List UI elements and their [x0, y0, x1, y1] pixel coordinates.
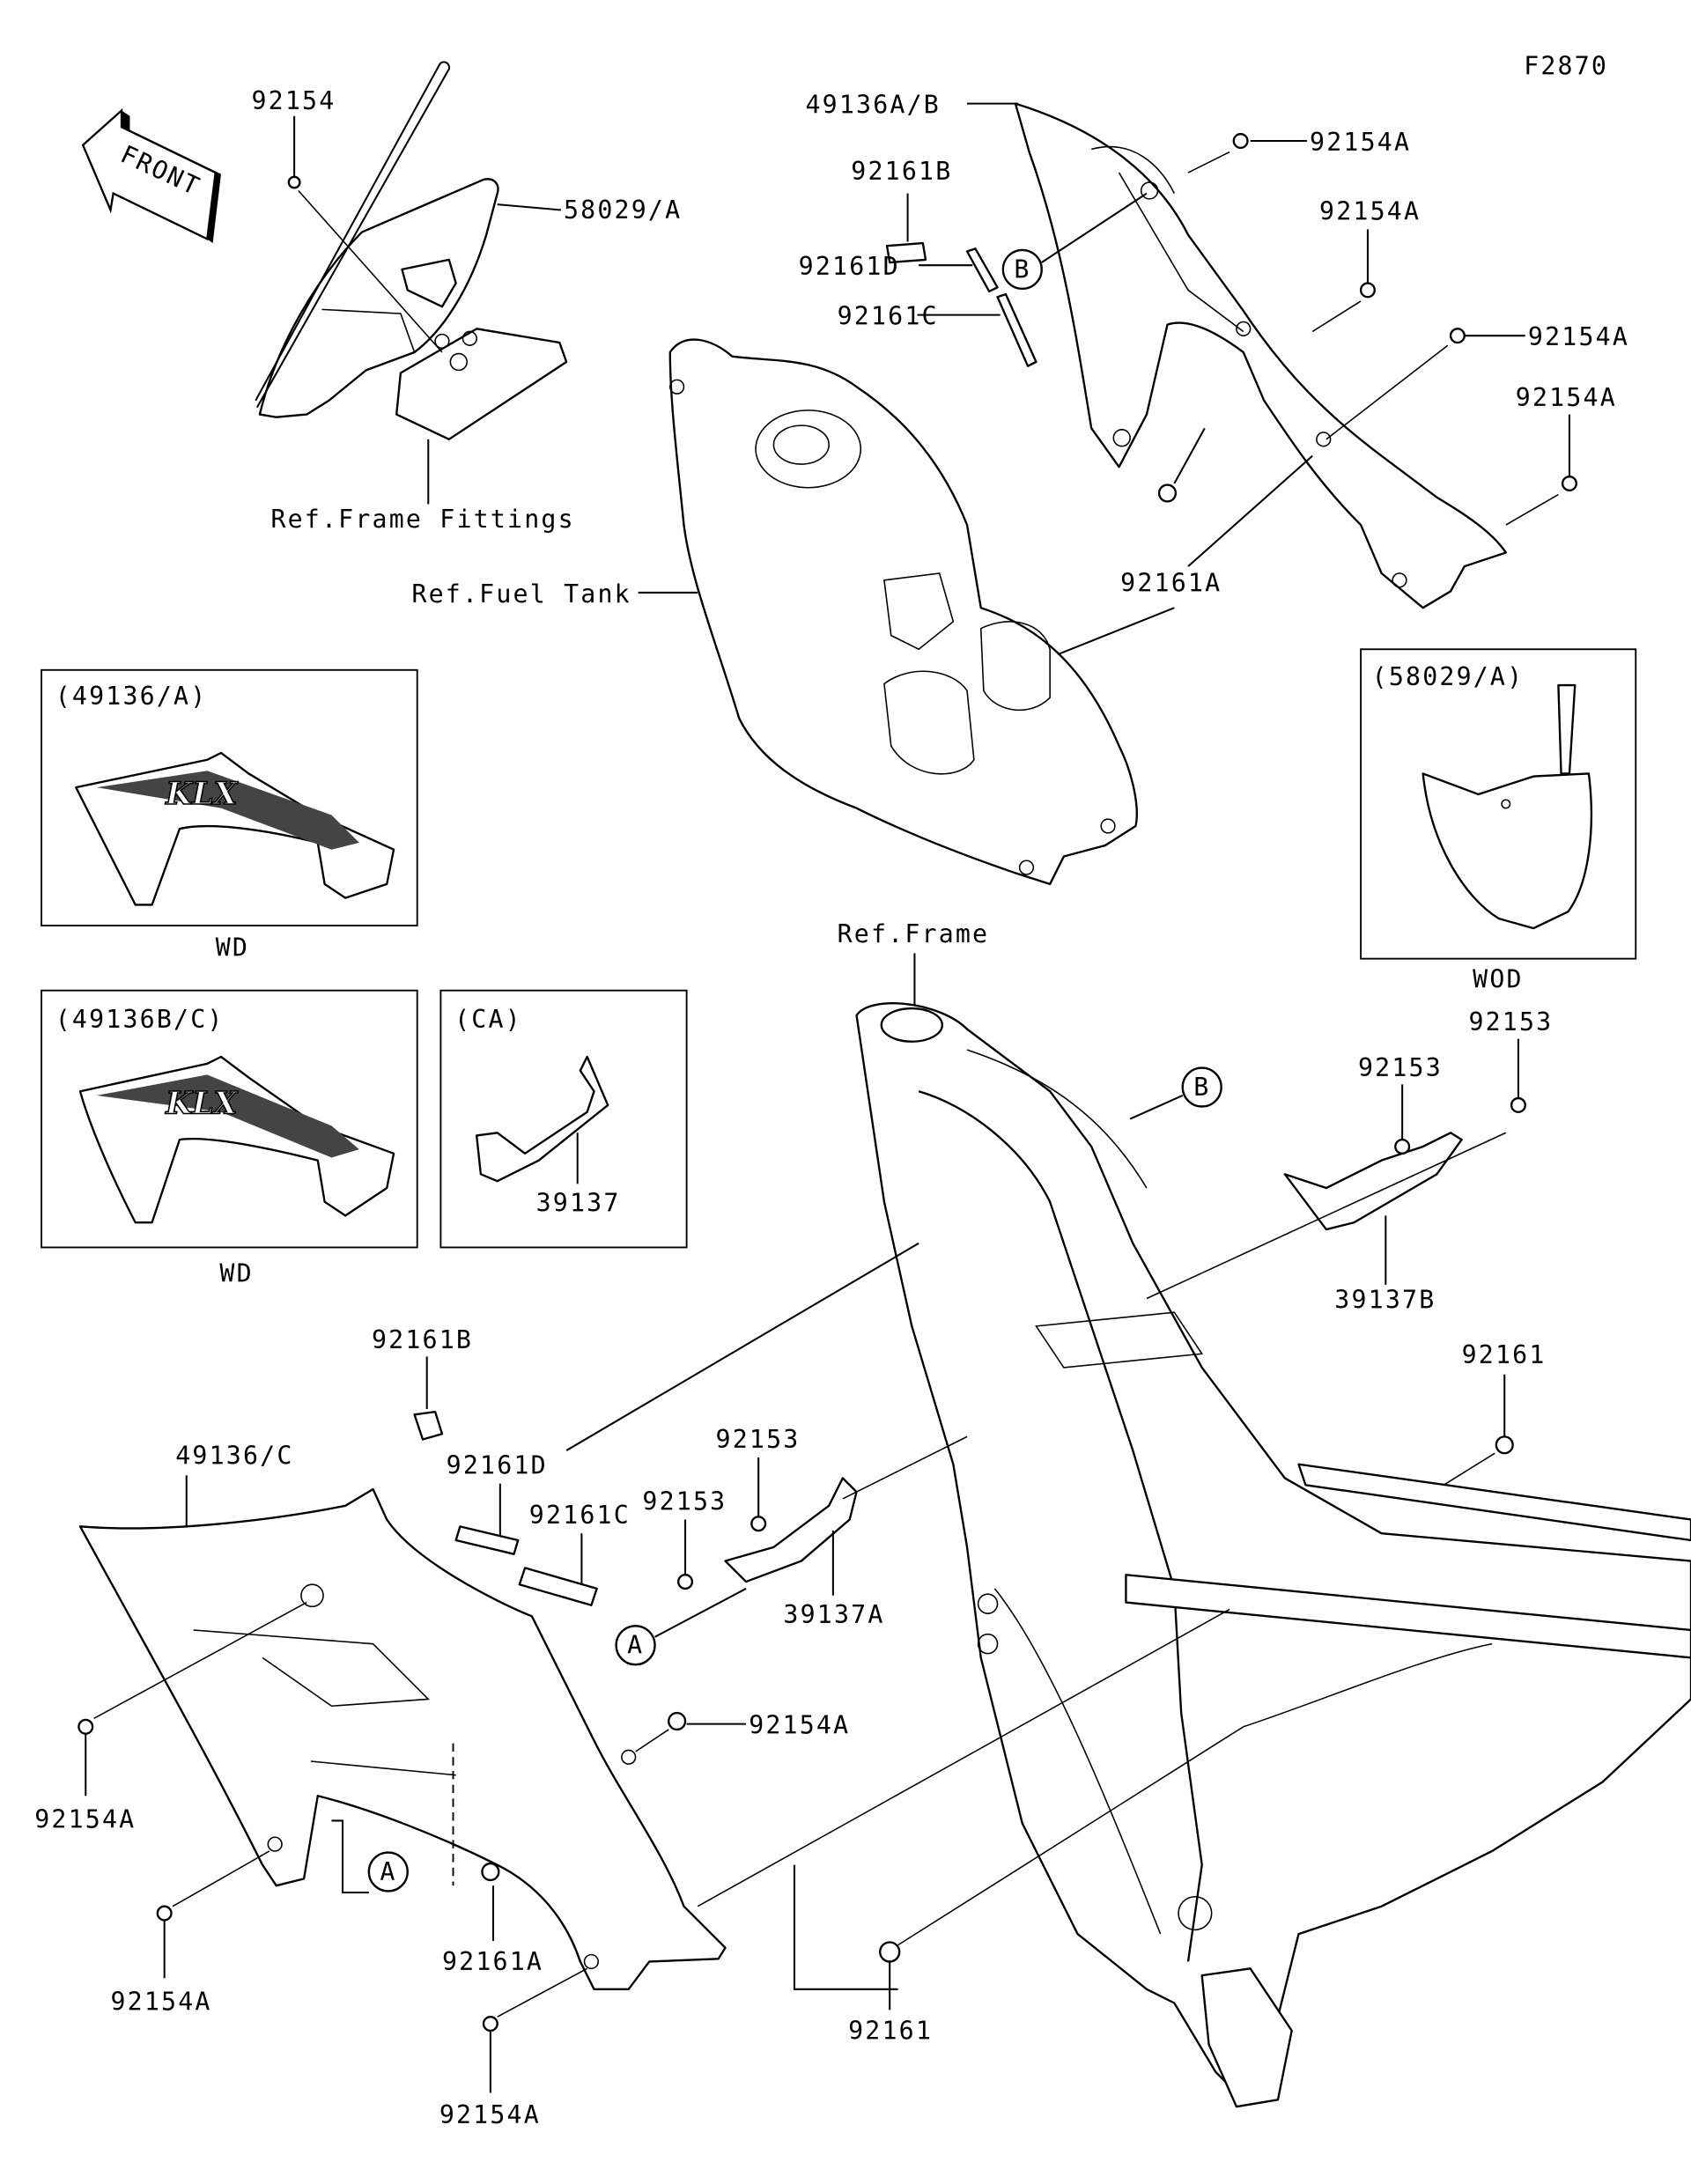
inset-49136a	[41, 668, 418, 926]
grommet-92161a-top	[1157, 483, 1178, 503]
callout-ref-frame: Ref.Frame	[838, 919, 990, 948]
front-arrow-icon: FRONT	[81, 107, 221, 244]
ref-marker-b-2-label: B	[1193, 1073, 1210, 1102]
ref-marker-a	[615, 1625, 656, 1666]
inset-49136bc	[41, 989, 418, 1249]
callout-92153-l1: 92153	[716, 1425, 801, 1454]
callout-ref-frame-fittings: Ref.Frame Fittings	[270, 505, 574, 534]
pad-92161b	[885, 241, 927, 264]
number-plate-58029a-drawing	[1421, 683, 1593, 930]
bracket-39137b	[1283, 1132, 1463, 1231]
callout-92154a-6: 92154A	[34, 1804, 136, 1834]
ref-marker-b-label: B	[1014, 255, 1030, 284]
ref-marker-b	[1001, 248, 1043, 291]
ref-marker-b-2	[1181, 1066, 1222, 1108]
callout-49136c: 49136/C	[175, 1442, 293, 1471]
callout-39137a: 39137A	[783, 1600, 884, 1629]
callout-39137b: 39137B	[1334, 1285, 1436, 1314]
callout-92161-right: 92161	[1462, 1340, 1547, 1369]
grommet-92161a-low	[481, 1862, 500, 1882]
left-shroud-49136c	[78, 1487, 727, 1990]
shroud-49136bc-drawing: KLX	[78, 1055, 395, 1224]
bracket-39137a	[724, 1477, 858, 1583]
callout-92154a-2: 92154A	[1319, 196, 1421, 225]
callout-92153-l2: 92153	[642, 1487, 727, 1516]
pad-92161d	[965, 247, 999, 293]
callout-92154a-1: 92154A	[1310, 128, 1411, 157]
callout-92154a-3: 92154A	[1528, 322, 1629, 351]
callout-92154a-7: 92154A	[110, 1987, 211, 2016]
callout-92161c-top: 92161C	[838, 302, 939, 331]
callout-58029a: 58029/A	[564, 196, 682, 225]
callout-92161c-low: 92161C	[529, 1501, 631, 1530]
callout-92161-low: 92161	[848, 2016, 933, 2045]
diagram-code: F2870	[1524, 52, 1608, 81]
pad-92161c	[996, 292, 1037, 367]
ref-marker-a-label: A	[627, 1631, 644, 1660]
number-plate-58029a	[255, 61, 568, 440]
callout-49136ab: 49136A/B	[806, 91, 941, 120]
callout-92161b-low: 92161B	[372, 1325, 473, 1354]
shroud-49136a-drawing: KLX	[75, 751, 395, 906]
frame	[855, 1002, 1691, 2108]
callout-92154a-5: 92154A	[749, 1711, 850, 1740]
callout-92161a-low: 92161A	[442, 1947, 543, 1976]
callout-92153-r1: 92153	[1468, 1007, 1553, 1037]
callout-92154a-8: 92154A	[439, 2100, 541, 2129]
inset-58029a-note: WOD	[1473, 965, 1524, 994]
bolt-92154	[287, 175, 301, 189]
inset-58029a-title: (58029/A)	[1372, 662, 1525, 691]
fuel-tank	[668, 338, 1138, 886]
bracket-39137-drawing	[476, 1055, 609, 1183]
callout-92161b-top: 92161B	[851, 157, 952, 186]
right-shroud-49136ab	[1014, 102, 1507, 609]
pad-92161b-low	[413, 1410, 444, 1441]
ref-marker-a-2-label: A	[380, 1857, 396, 1886]
inset-49136a-title: (49136/A)	[55, 682, 208, 711]
callout-92154: 92154	[251, 86, 336, 115]
svg-text:KLX: KLX	[165, 777, 238, 812]
callout-92154a-4: 92154A	[1516, 383, 1617, 412]
inset-49136a-note: WD	[216, 933, 249, 962]
inset-ca	[439, 989, 688, 1249]
callout-92153-r2: 92153	[1358, 1053, 1443, 1082]
pad-92161d-low	[454, 1525, 520, 1555]
inset-ca-part: 39137	[536, 1189, 621, 1218]
ref-marker-a-2	[367, 1851, 409, 1893]
callout-ref-fuel-tank: Ref.Fuel Tank	[411, 579, 631, 609]
pad-92161c-low	[518, 1567, 598, 1606]
inset-49136bc-title: (49136B/C)	[55, 1005, 225, 1034]
inset-ca-title: (CA)	[454, 1005, 522, 1034]
inset-58029a	[1360, 648, 1637, 960]
callout-92161a-top: 92161A	[1120, 568, 1222, 597]
svg-text:KLX: KLX	[165, 1086, 238, 1121]
callout-92161d-top: 92161D	[799, 252, 900, 281]
inset-49136bc-note: WD	[219, 1259, 253, 1288]
callout-92161d-low: 92161D	[447, 1451, 548, 1480]
